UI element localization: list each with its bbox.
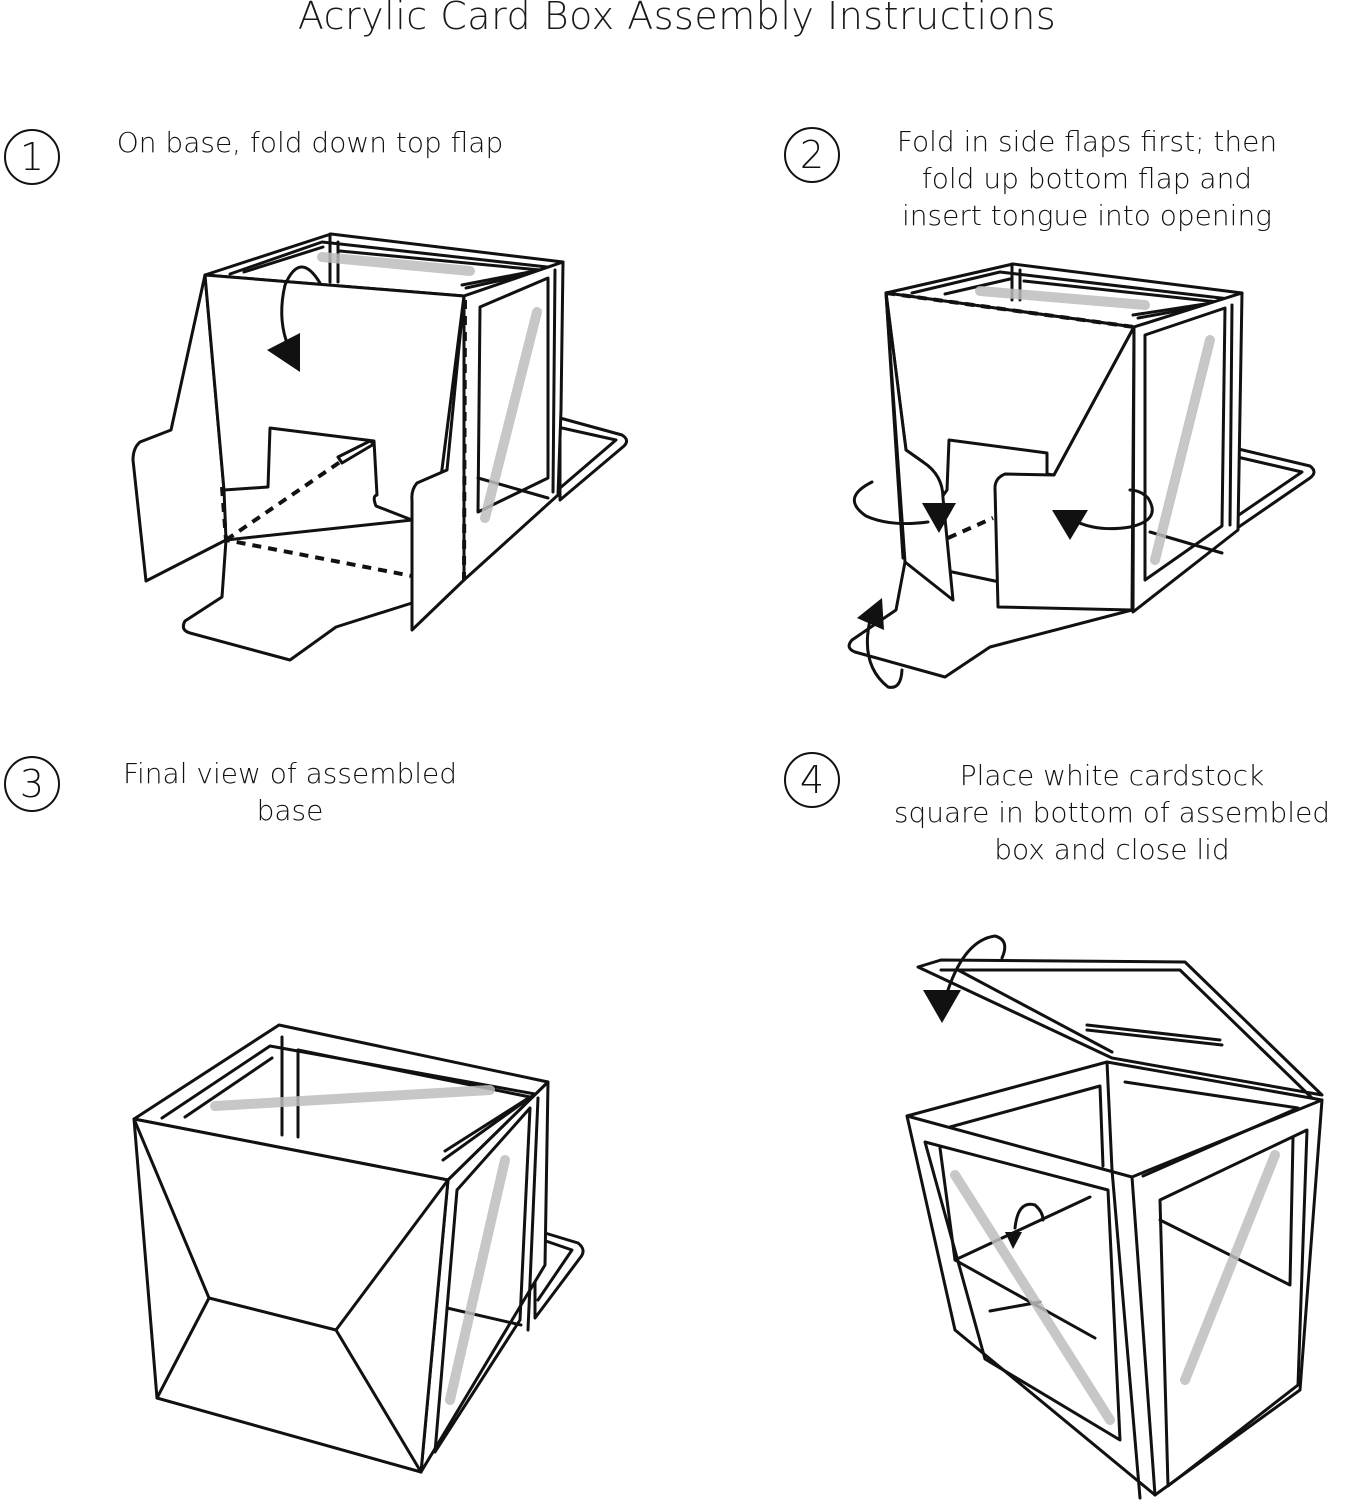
right-side-flap: [410, 294, 466, 632]
page-title: Acrylic Card Box Assembly Instructions: [297, 0, 1057, 38]
base-front-face: [132, 1117, 450, 1474]
bottom-flap: [847, 560, 1134, 679]
figure-step-3: [132, 1023, 585, 1474]
insert-cardstock-arrow-icon: [1005, 1232, 1022, 1249]
left-side-flap: [131, 273, 228, 583]
right-side-flap: [993, 325, 1136, 612]
base-tray-right: [1228, 445, 1316, 535]
step-2-instruction: Fold in side flaps first; then fold up b…: [896, 125, 1278, 232]
fold-arrow-left-icon: [922, 503, 956, 533]
fold-arrow-right-icon: [1052, 510, 1088, 540]
figure-step-2: [847, 262, 1316, 689]
step-1-number-badge: 1: [4, 129, 60, 185]
close-lid-arrow-icon: [923, 990, 961, 1023]
step-1-instruction: On base, fold down top flap: [116, 126, 504, 159]
figure-step-4: [905, 934, 1324, 1500]
fold-arrow-bottom-icon: [857, 598, 884, 630]
step-3-number-badge: 3: [4, 756, 60, 812]
step-2-number-badge: 2: [784, 127, 840, 183]
figure-step-1: [131, 232, 629, 662]
acrylic-cube: [905, 1060, 1324, 1497]
step-3-instruction: Final view of assembled base: [122, 757, 458, 827]
bottom-flap: [181, 518, 414, 662]
step-4-instruction: Place white cardstock square in bottom o…: [893, 759, 1331, 866]
fold-arrow-icon: [267, 333, 300, 372]
step-4-number-badge: 4: [784, 752, 840, 808]
